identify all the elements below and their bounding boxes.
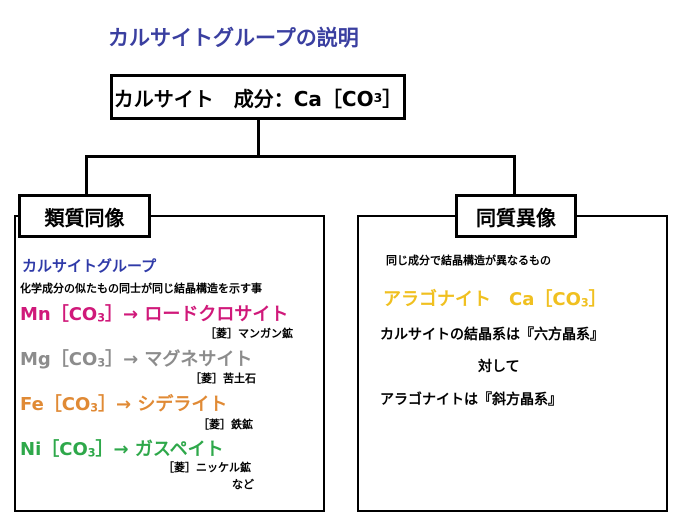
root-label: カルサイト 成分：Ca［CO [113,86,374,111]
right-header: 同質異像 [476,205,556,230]
mineral-item-mn: Mn［CO3］→ ロードクロサイト [20,304,289,325]
root-subscript: 3 [373,89,383,105]
connector-left-down [85,155,88,195]
mineral-item-ni: Ni［CO3］→ ガスペイト [20,439,224,460]
connector-right-down [513,155,516,195]
left-panel [14,215,325,512]
group-title: カルサイトグループ [22,257,157,275]
root-close: ］ [382,86,403,111]
aragonite-formula: アラゴナイト Ca［CO3］ [383,289,607,310]
mineral-note-ni: ［菱］ニッケル鉱 [163,461,251,474]
aragonite-crystal-system: アラゴナイトは『斜方晶系』 [380,392,562,408]
calcite-crystal-system: カルサイトの結晶系は『六方晶系』 [380,327,604,343]
diagram-title: カルサイトグループの説明 [108,26,359,50]
left-footer: など [232,478,254,491]
left-header-box: 類質同像 [18,194,151,238]
right-description: 同じ成分で結晶構造が異なるもの [386,254,551,267]
mineral-item-fe: Fe［CO3］→ シデライト [20,394,228,415]
right-header-box: 同質異像 [455,194,577,238]
mineral-note-mg: ［菱］苦土石 [190,372,256,385]
contrast-word: 対して [478,359,520,375]
connector-horizontal [85,155,516,158]
right-panel [357,215,668,512]
mineral-note-mn: ［菱］マンガン鉱 [205,327,293,340]
left-header: 類質同像 [44,205,125,230]
left-description: 化学成分の似たもの同士が同じ結晶構造を示す事 [20,282,262,295]
mineral-note-fe: ［菱］鉄鉱 [198,418,253,431]
mineral-item-mg: Mg［CO3］→ マグネサイト [20,349,253,370]
connector-root-down [257,120,260,156]
